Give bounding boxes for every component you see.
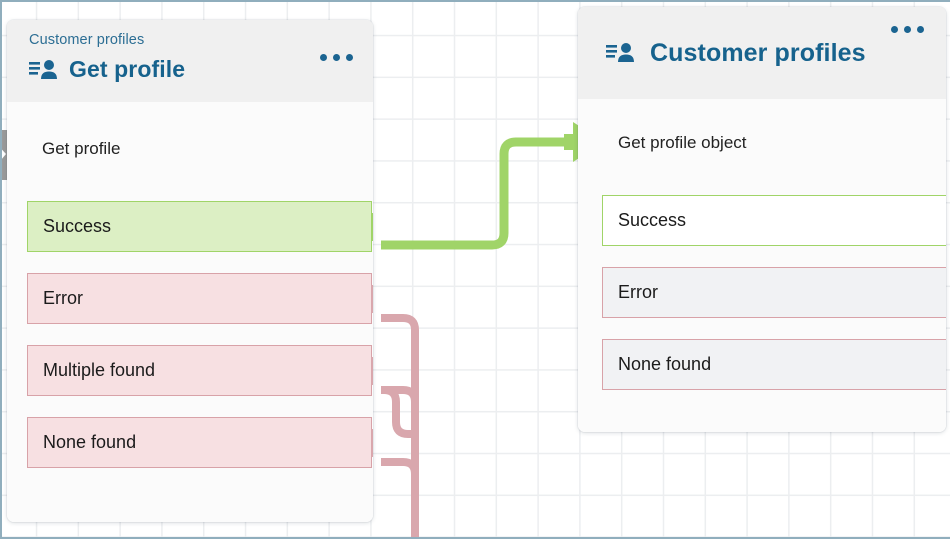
node-header: Customer profiles Get profile [7, 20, 373, 102]
node-subtitle: Customer profiles [29, 32, 145, 48]
branch-row-success[interactable]: Success [602, 195, 946, 246]
branch-row-none-found[interactable]: None found [602, 339, 946, 390]
branch-port-success[interactable] [371, 212, 373, 241]
branch-row-error[interactable]: Error [602, 267, 946, 318]
node-title-row: Customer profiles [606, 7, 946, 99]
branch-port-none-found[interactable] [371, 428, 373, 457]
branch-label: None found [618, 354, 712, 374]
branch-label: Success [618, 210, 687, 230]
node-title-row: Get profile [29, 56, 373, 83]
node-step-label: Get profile [42, 139, 121, 158]
branch-label: Success [43, 216, 112, 236]
node-get-profile[interactable]: Customer profiles Get profile [7, 20, 373, 522]
node-body: Get profile Success Error Multiple found [7, 102, 373, 522]
kebab-menu-icon[interactable] [891, 26, 924, 33]
branch-label: Error [43, 288, 83, 308]
branch-row-error[interactable]: Error [27, 273, 373, 324]
node-body: Get profile object Success Error None fo… [578, 99, 946, 432]
branch-port-error[interactable] [371, 284, 373, 313]
node-title: Customer profiles [650, 38, 866, 67]
node-get-profile-object[interactable]: Customer profiles Get profile object Suc… [578, 7, 946, 432]
node-header: Customer profiles [578, 7, 946, 99]
node-title: Get profile [69, 56, 186, 82]
branch-row-multiple-found[interactable]: Multiple found [27, 345, 373, 396]
branch-port-multiple-found[interactable] [371, 356, 373, 385]
list-person-icon [606, 42, 636, 64]
node-step-label: Get profile object [618, 133, 747, 152]
kebab-menu-icon[interactable] [320, 54, 353, 61]
branch-label: Error [618, 282, 658, 302]
branch-label: None found [43, 432, 137, 452]
branch-label: Multiple found [43, 360, 156, 380]
branch-row-success[interactable]: Success [27, 201, 373, 252]
list-person-icon [29, 59, 59, 81]
branch-row-none-found[interactable]: None found [27, 417, 373, 468]
